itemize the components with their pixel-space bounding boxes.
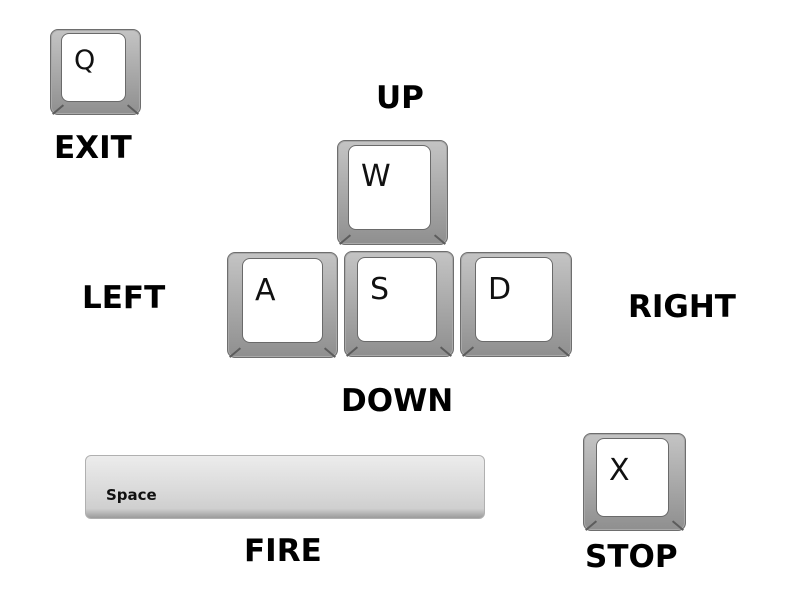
a-key: A bbox=[227, 252, 338, 358]
q-key-label: Q bbox=[61, 33, 126, 102]
right-label: RIGHT bbox=[628, 289, 736, 325]
x-key: X bbox=[583, 433, 686, 531]
fire-label: FIRE bbox=[244, 533, 322, 569]
d-key: D bbox=[460, 252, 572, 357]
up-label: UP bbox=[376, 80, 424, 116]
stop-label: STOP bbox=[585, 539, 678, 575]
down-label: DOWN bbox=[341, 383, 454, 419]
space-key: Space bbox=[85, 455, 485, 519]
w-key-label: W bbox=[348, 145, 431, 230]
d-key-label: D bbox=[475, 257, 553, 342]
space-key-label: Space bbox=[106, 486, 157, 504]
q-key: Q bbox=[50, 29, 141, 115]
a-key-label: A bbox=[242, 258, 323, 343]
left-label: LEFT bbox=[82, 280, 166, 316]
w-key: W bbox=[337, 140, 448, 245]
s-key-label: S bbox=[357, 257, 437, 342]
exit-label: EXIT bbox=[54, 130, 132, 166]
x-key-label: X bbox=[596, 438, 669, 517]
s-key: S bbox=[344, 251, 454, 357]
